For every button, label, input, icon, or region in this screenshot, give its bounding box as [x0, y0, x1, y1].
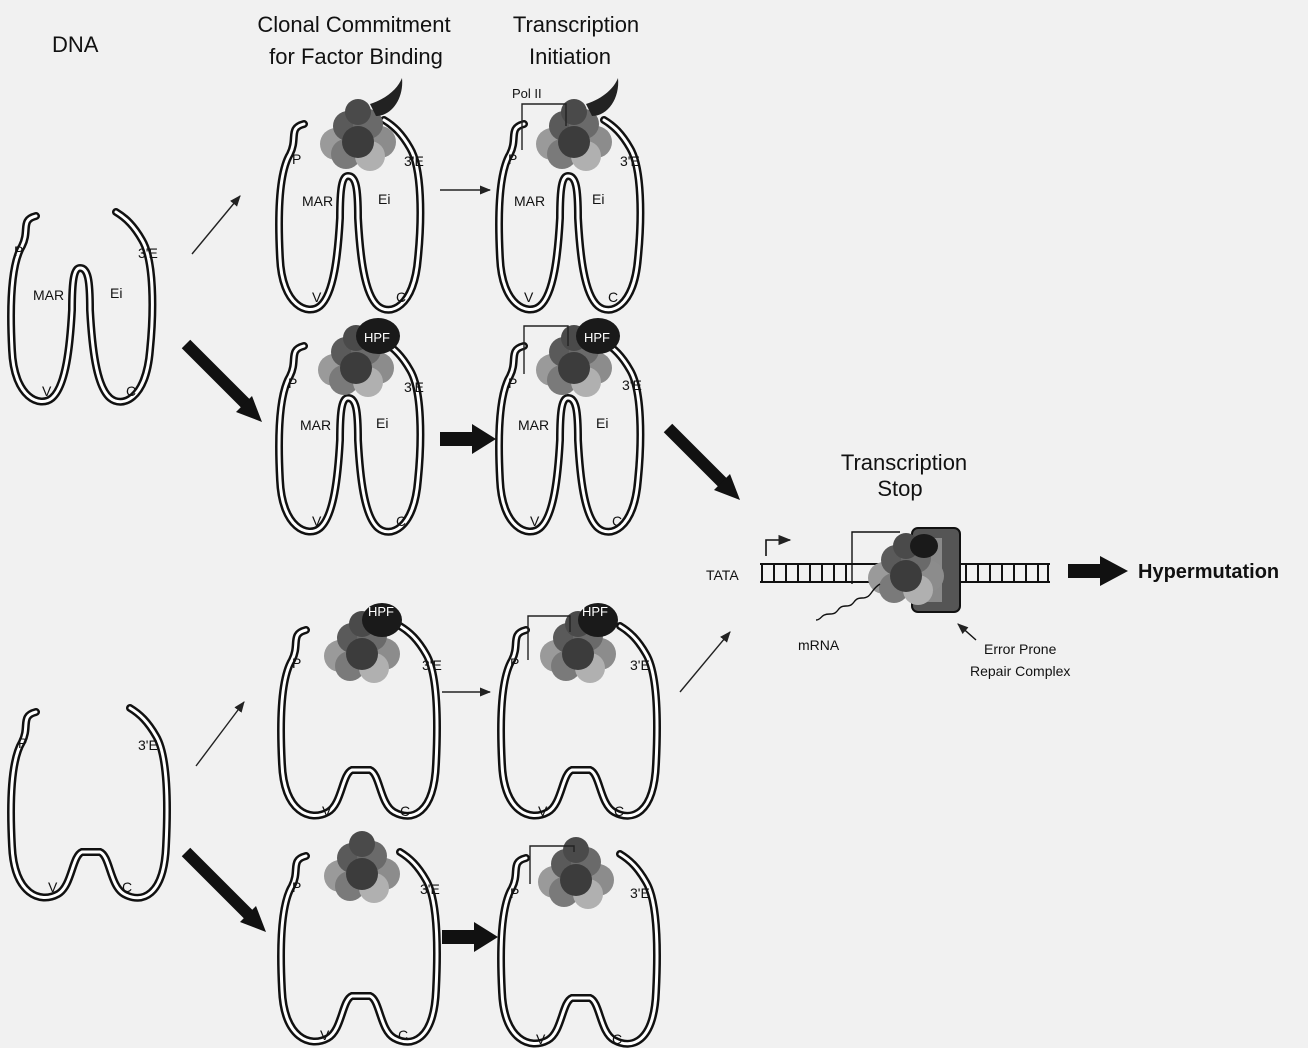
header-commitment-line1: Clonal Commitment [257, 12, 450, 37]
label-v: V [320, 1027, 330, 1043]
thin-arrow [680, 632, 730, 692]
header-stop-line1: Transcription [841, 450, 967, 475]
label-p: P [288, 375, 297, 391]
label-ei: Ei [110, 285, 122, 301]
mrna-strand [816, 584, 880, 620]
label-p: P [292, 151, 301, 167]
thick-arrow [1068, 556, 1128, 586]
label-ei: Ei [592, 191, 604, 207]
thin-arrow [196, 702, 244, 766]
label-hpf: HPF [364, 330, 390, 345]
label-p: P [292, 879, 301, 895]
label-c: C [614, 803, 624, 819]
dna-loop-mar [11, 212, 152, 402]
label-v: V [530, 513, 540, 529]
label-mar: MAR [33, 287, 64, 303]
transcription-start-arrow [766, 540, 790, 556]
label-mar: MAR [514, 193, 545, 209]
label-c: C [396, 289, 406, 305]
header-initiation-line2: Initiation [529, 44, 611, 69]
label-3e: 3'E [420, 881, 440, 897]
label-c: C [126, 383, 136, 399]
label-c: C [396, 513, 406, 529]
label-3e: 3'E [630, 657, 650, 673]
hat-factor-icon [370, 78, 402, 116]
thin-arrow [192, 196, 240, 254]
label-v: V [312, 513, 322, 529]
label-3e: 3'E [138, 737, 158, 753]
label-p: P [14, 243, 23, 259]
thick-arrow [186, 344, 262, 422]
label-p: P [508, 375, 517, 391]
label-p: P [510, 655, 519, 671]
factor-cluster [538, 837, 614, 909]
label-mar: MAR [302, 193, 333, 209]
label-hpf: HPF [368, 604, 394, 619]
label-c: C [398, 1027, 408, 1043]
header-initiation-line1: Transcription [513, 12, 639, 37]
label-ei: Ei [378, 191, 390, 207]
label-hpf: HPF [584, 330, 610, 345]
label-c: C [612, 513, 622, 529]
label-mar: MAR [300, 417, 331, 433]
label-c: C [122, 879, 132, 895]
label-3e: 3'E [622, 377, 642, 393]
label-v: V [536, 1031, 546, 1047]
label-v: V [322, 803, 332, 819]
label-ei: Ei [596, 415, 608, 431]
label-v: V [42, 383, 52, 399]
label-mrna: mRNA [798, 637, 840, 653]
label-3e: 3'E [404, 153, 424, 169]
label-pol2: Pol II [512, 86, 542, 101]
factor-cluster [324, 831, 400, 903]
label-p: P [292, 655, 301, 671]
label-ei: Ei [376, 415, 388, 431]
label-c: C [608, 289, 618, 305]
repair-pointer-arrow [958, 624, 976, 640]
header-commitment-line2: for Factor Binding [269, 44, 443, 69]
label-3e: 3'E [138, 245, 158, 261]
label-v: V [48, 879, 58, 895]
label-3e: 3'E [422, 657, 442, 673]
label-3e: 3'E [620, 153, 640, 169]
label-3e: 3'E [630, 885, 650, 901]
label-v: V [524, 289, 534, 305]
thick-arrow [440, 424, 496, 454]
label-error-prone: Error Prone [984, 641, 1057, 657]
label-v: V [312, 289, 322, 305]
label-hypermutation: Hypermutation [1138, 561, 1279, 583]
thick-arrow [186, 852, 266, 932]
label-3e: 3'E [404, 379, 424, 395]
label-repair-complex: Repair Complex [970, 663, 1070, 679]
label-c: C [612, 1031, 622, 1047]
label-p: P [18, 735, 27, 751]
label-c: C [400, 803, 410, 819]
label-mar: MAR [518, 417, 549, 433]
label-tata: TATA [706, 567, 739, 583]
header-stop-line2: Stop [877, 476, 922, 501]
label-v: V [538, 803, 548, 819]
label-p: P [508, 151, 517, 167]
thick-arrow [668, 428, 740, 500]
header-dna: DNA [52, 32, 99, 57]
hat-factor-icon [586, 78, 618, 116]
label-p: P [510, 885, 519, 901]
label-hpf: HPF [582, 604, 608, 619]
thick-arrow [442, 922, 498, 952]
